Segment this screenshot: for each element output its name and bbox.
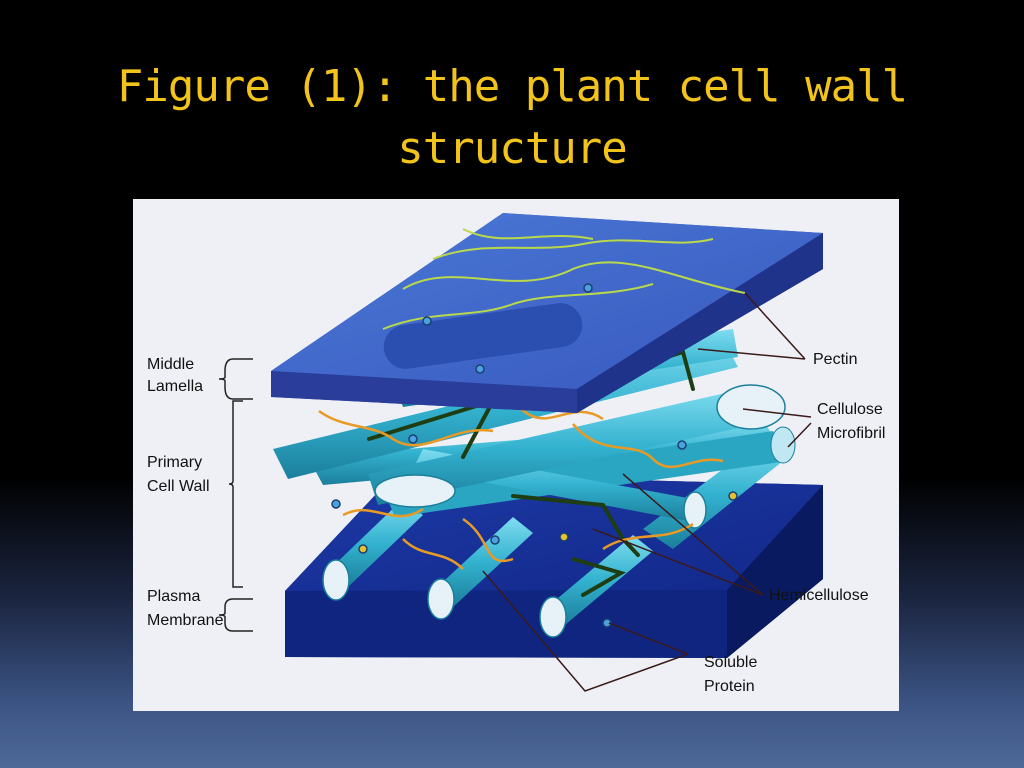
- cellulose-microfibril-label-2: Microfibril: [817, 425, 885, 442]
- cellulose-microfibril-label-1: Cellulose: [817, 401, 883, 418]
- primary-cell-wall-label-2: Cell Wall: [147, 478, 210, 495]
- middle-lamella-plate: [271, 213, 823, 413]
- microfibril-end: [539, 596, 567, 638]
- plasma-membrane-label-2: Membrane: [147, 612, 224, 629]
- slide-title-line-1: Figure (1): the plant cell wall: [116, 61, 908, 112]
- hemicellulose-label: Hemicellulose: [769, 587, 869, 604]
- primary-cell-wall-label-1: Primary: [147, 454, 202, 471]
- slide-title: Figure (1): the plant cell wall structur…: [0, 56, 1024, 180]
- soluble-protein-label-1: Soluble: [704, 654, 757, 671]
- plasma-membrane-label-1: Plasma: [147, 588, 200, 605]
- middle-lamella-label-2: Lamella: [147, 378, 203, 395]
- microfibril-end: [427, 578, 455, 620]
- left-brackets: [218, 358, 253, 632]
- soluble-proteins: [331, 283, 738, 628]
- cell-wall-figure: Middle Lamella Primary Cell Wall Plasma …: [133, 199, 899, 711]
- microfibril-end: [322, 559, 350, 601]
- cell-wall-diagram: Middle Lamella Primary Cell Wall Plasma …: [147, 213, 885, 695]
- slide-title-line-2: structure: [397, 123, 627, 174]
- pectin-label: Pectin: [813, 351, 857, 368]
- leader-lines: [482, 292, 812, 692]
- middle-lamella-label-1: Middle: [147, 356, 194, 373]
- soluble-protein-label-2: Protein: [704, 678, 755, 695]
